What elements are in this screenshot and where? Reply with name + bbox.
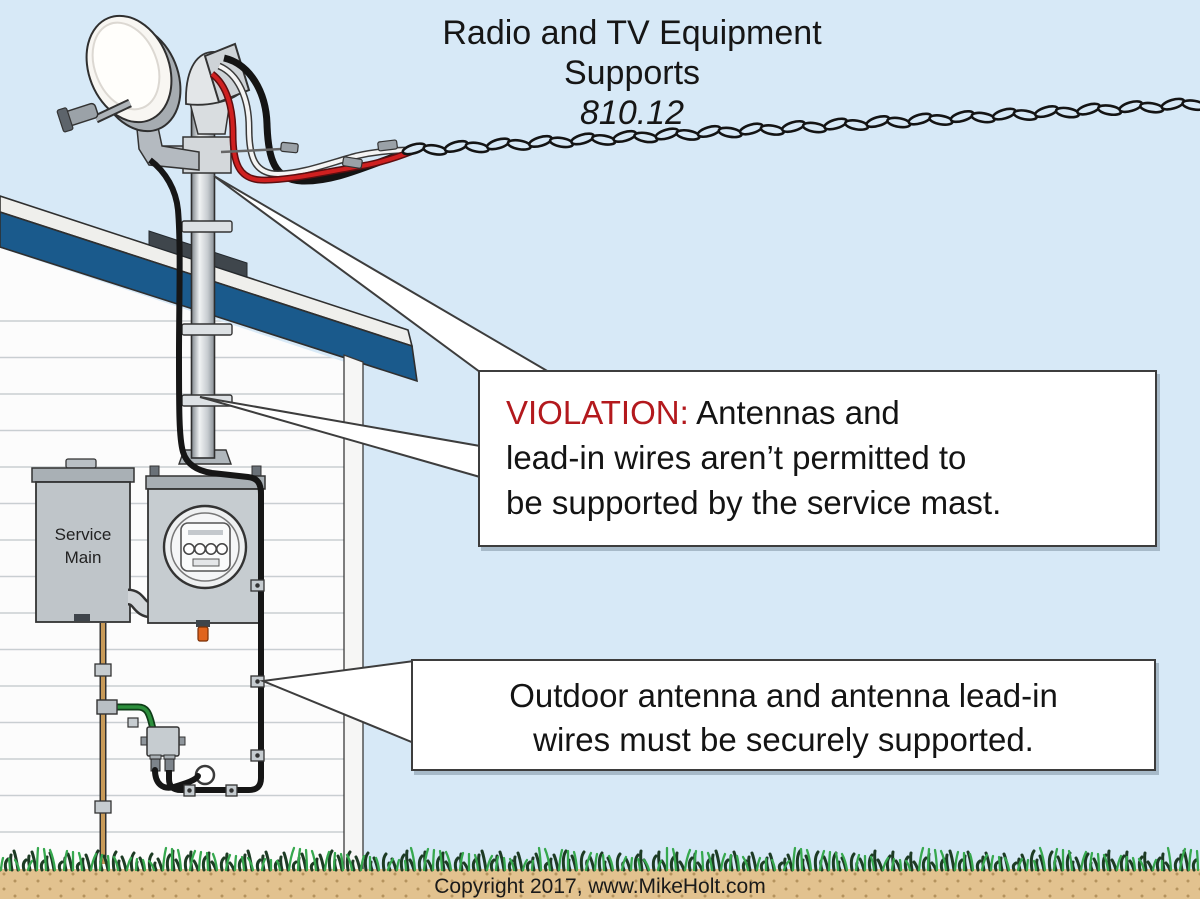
ground-wire [94, 623, 112, 864]
satellite-dish [56, 14, 200, 171]
splice-sleeve [377, 139, 398, 152]
coax-cable [148, 157, 264, 793]
bonding-wire-green [96, 699, 157, 733]
service-drop-cable [401, 97, 1200, 156]
violation-line1: VIOLATION: Antennas and [506, 394, 900, 431]
callout-support: Outdoor antenna and antenna lead-in wire… [411, 659, 1156, 771]
grounding-block [140, 726, 186, 772]
lnb-head [56, 102, 99, 133]
cable-clips [183, 579, 265, 797]
page-title: Radio and TV Equipment Supports 810.12 [64, 13, 1200, 133]
title-line2: Supports [563, 54, 701, 92]
mast-strap [181, 323, 233, 336]
meter-seal-tag [197, 626, 209, 642]
violation-line2: lead-in wires aren’t permitted to [506, 439, 967, 476]
callout-violation: VIOLATION: Antennas and lead-in wires ar… [478, 370, 1157, 547]
drip-loop-wires [209, 54, 416, 185]
copyright-text: Copyright 2017, www.MikeHolt.com [434, 875, 765, 898]
service-main-panel: Service Main [31, 458, 135, 623]
splice-sleeve [342, 156, 363, 169]
violation-label: VIOLATION: [506, 394, 689, 431]
soil [0, 869, 1200, 899]
support-line2: wires must be securely supported. [533, 721, 1034, 758]
support-line1: Outdoor antenna and antenna lead-in [509, 677, 1058, 714]
title-line1: Radio and TV Equipment [442, 14, 822, 52]
service-main-label-line1: Service [55, 525, 112, 544]
code-reference: 810.12 [580, 94, 684, 132]
electric-meter [145, 449, 266, 642]
service-main-label-line2: Main [65, 548, 102, 567]
mast-strap [181, 220, 233, 233]
splice-sleeve [280, 141, 299, 154]
grass [0, 846, 1200, 872]
callout-pointers [199, 175, 553, 745]
violation-line3: be supported by the service mast. [506, 484, 1002, 521]
